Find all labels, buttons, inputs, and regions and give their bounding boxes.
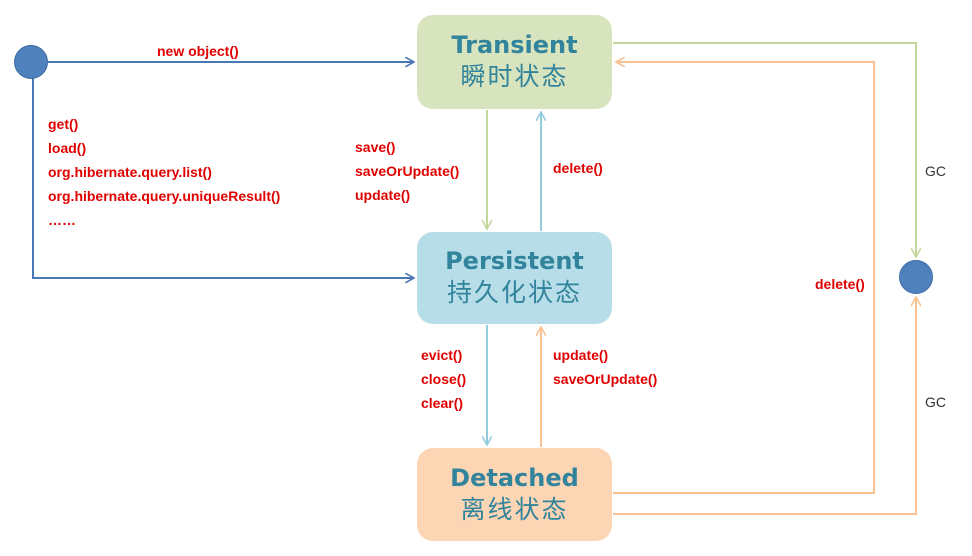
label-evict: evict() <box>421 347 463 363</box>
label-detached-save-or-update: saveOrUpdate() <box>553 371 658 387</box>
edge-start-to-persistent <box>32 78 414 278</box>
label-update: update() <box>355 187 411 203</box>
label-save: save() <box>355 139 396 155</box>
label-gc-transient: GC <box>925 163 946 179</box>
label-query-unique-result: org.hibernate.query.uniqueResult() <box>48 188 281 204</box>
label-group-detached-to-persistent: update() saveOrUpdate() <box>553 343 657 391</box>
label-delete-detached: delete() <box>815 276 865 292</box>
label-group-start-to-persistent: get() load() org.hibernate.query.list() … <box>48 112 280 232</box>
state-transient: Transient 瞬时状态 <box>417 15 612 109</box>
label-query-list: org.hibernate.query.list() <box>48 164 212 180</box>
edge-transient-gc <box>613 42 916 257</box>
label-ellipsis: …… <box>48 212 76 228</box>
label-clear: clear() <box>421 395 464 411</box>
edge-detached-to-transient <box>613 62 875 494</box>
state-persistent-name: Persistent <box>445 247 584 275</box>
state-detached-name: Detached <box>450 463 579 492</box>
state-detached-name-zh: 离线状态 <box>460 494 569 524</box>
label-group-persistent-to-detached: evict() close() clear() <box>421 343 466 415</box>
label-get: get() <box>48 116 79 132</box>
label-load: load() <box>48 140 87 156</box>
label-save-or-update: saveOrUpdate() <box>355 163 460 179</box>
final-state-dot <box>899 260 933 294</box>
state-transient-name-zh: 瞬时状态 <box>460 62 569 91</box>
label-delete-persistent: delete() <box>553 160 603 176</box>
state-transient-name: Transient <box>451 31 578 59</box>
label-new-object: new object() <box>157 43 239 59</box>
initial-state-dot <box>14 45 48 79</box>
label-gc-detached: GC <box>925 394 946 410</box>
state-detached: Detached 离线状态 <box>417 448 612 541</box>
label-detached-update: update() <box>553 347 609 363</box>
edge-detached-gc <box>613 297 916 515</box>
label-close: close() <box>421 371 467 387</box>
label-group-transient-to-persistent: save() saveOrUpdate() update() <box>355 135 459 207</box>
state-persistent-name-zh: 持久化状态 <box>446 278 582 307</box>
state-persistent: Persistent 持久化状态 <box>417 232 612 324</box>
